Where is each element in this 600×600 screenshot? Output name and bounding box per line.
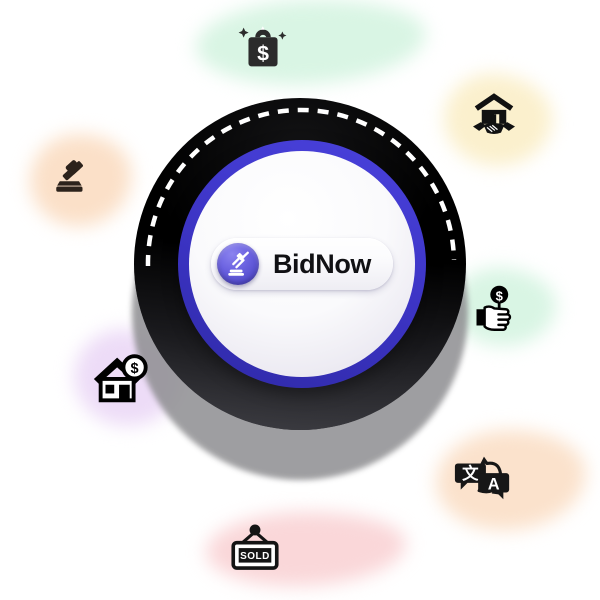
disc-face: BidNow bbox=[189, 151, 415, 377]
sold-sign-text: SOLD bbox=[240, 551, 270, 562]
house-with-price-icon[interactable]: $ bbox=[90, 346, 152, 408]
house-handshake-icon[interactable] bbox=[466, 88, 522, 144]
dashed-orbit-ring bbox=[145, 107, 457, 267]
bidnow-disc[interactable]: BidNow bbox=[128, 88, 472, 480]
hand-holding-dollar-icon[interactable]: $ bbox=[470, 280, 522, 332]
translate-language-icon[interactable]: 文 A bbox=[452, 446, 514, 508]
svg-text:$: $ bbox=[257, 42, 269, 66]
svg-text:A: A bbox=[488, 476, 500, 494]
svg-text:文: 文 bbox=[462, 464, 479, 483]
bidnow-badge[interactable]: BidNow bbox=[211, 238, 393, 290]
bidnow-label: BidNow bbox=[272, 248, 372, 279]
auction-gavel-icon[interactable] bbox=[44, 148, 100, 204]
svg-text:$: $ bbox=[131, 361, 139, 377]
svg-text:$: $ bbox=[496, 288, 504, 303]
gavel-icon bbox=[217, 243, 259, 285]
price-tag-dollar-icon[interactable]: $ bbox=[232, 14, 294, 76]
sold-sign-icon[interactable]: SOLD bbox=[226, 520, 284, 578]
blob-price-tag bbox=[193, 0, 429, 90]
disc-accent-ring: BidNow bbox=[178, 140, 426, 388]
